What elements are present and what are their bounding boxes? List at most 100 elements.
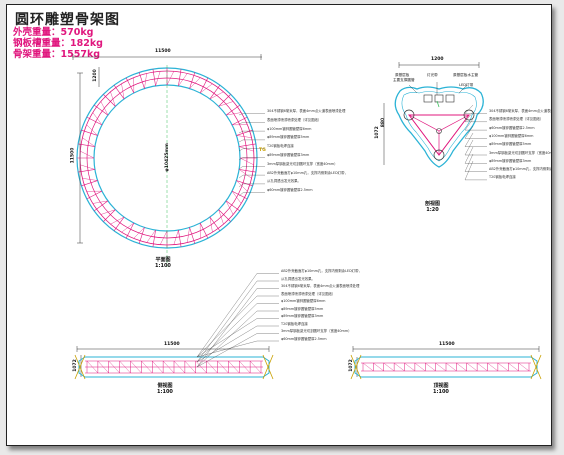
ring-rib	[231, 190, 248, 200]
diag-brace	[487, 362, 498, 372]
diag-brace	[239, 360, 251, 374]
leader-diagonal	[464, 132, 474, 147]
ring-rib	[125, 222, 135, 239]
section-notes-item: 表面喷漆喷漆喷漆处理（详见图纸）	[489, 117, 544, 122]
ring-rib	[103, 94, 116, 107]
elev-end-right-b	[262, 354, 274, 380]
leader-diagonal	[196, 288, 258, 368]
section-top-label-3: 灯光带	[427, 73, 438, 77]
elev-notes-item: φ89mm镀锌圆管壁厚3mm	[281, 314, 324, 318]
plan-notes-item: 从孔洞透出发光效果。	[267, 179, 301, 184]
ring-rib	[189, 227, 196, 244]
ring-brace	[238, 169, 252, 179]
diag-brace	[249, 360, 262, 374]
ring-weight: 钢板槽重量：182kg	[13, 38, 103, 49]
leader-diagonal	[196, 280, 258, 363]
ring-brace	[173, 230, 179, 245]
ring-rib	[86, 190, 103, 200]
plan-notes-item: 304不锈钢6毫米厚，表面4mm点火道表面喷漆处理	[267, 109, 346, 113]
ring-rib	[239, 169, 256, 173]
section-dim-side2: 1072	[374, 126, 380, 139]
diag-brace	[445, 362, 457, 372]
leader-diagonal	[196, 325, 258, 363]
diag-brace	[206, 360, 218, 374]
ring-rib	[138, 72, 145, 89]
ring-brace	[82, 137, 96, 147]
drawing-title: 圆环雕塑骨架图	[15, 12, 120, 28]
diag-brace	[394, 362, 405, 372]
elev-notes-item: AB2外壳截面打φ10mm孔，支撑内侧剩余LED灯带，	[281, 269, 362, 273]
elev-notes-item: 从孔洞透出发光效果。	[281, 276, 315, 281]
plan-notes-item: φ89mm镀锌圆管壁厚5mm	[267, 135, 310, 140]
elev-shell	[78, 356, 270, 378]
section-notes-item: φ60mm镀锌圆管壁厚2.5mm	[489, 125, 535, 130]
ring-rib	[78, 169, 95, 173]
leader-diagonal	[464, 104, 474, 114]
top-end-right-b	[530, 354, 542, 380]
section-top-label-1: 原基层板	[395, 73, 410, 77]
elev-view-title: 侧视图 1:100	[157, 383, 173, 395]
ring-rib	[239, 143, 256, 147]
elev-notes-item: 3mm厚钢板激光切割圆环支撑（宽度40mm）	[281, 329, 352, 333]
ring-rib	[189, 72, 196, 89]
section-leader-lines	[464, 104, 487, 181]
elev-notes-item: φ100mm镀锌圆管壁厚6mm	[281, 299, 326, 303]
section-top-label-2: 主要支撑圆管	[393, 78, 415, 82]
plan-dim-height: 11500	[70, 147, 76, 164]
drawing-canvas	[72, 54, 542, 380]
diag-brace	[152, 360, 164, 374]
ring-brace	[133, 227, 145, 239]
elev-leader-lines	[196, 273, 279, 368]
diag-brace	[184, 360, 196, 374]
ring-rib	[78, 143, 95, 147]
ring-rib	[209, 85, 221, 100]
ring-brace	[159, 230, 168, 245]
ring-brace	[189, 77, 201, 89]
leader-diagonal	[196, 318, 258, 358]
leader-diagonal	[464, 146, 474, 164]
ring-rib	[225, 104, 240, 116]
diag-brace	[404, 362, 415, 372]
shell-weight: 外壳重量：570kg	[13, 27, 94, 38]
diag-brace	[466, 362, 478, 372]
elev-view-scale: 1:100	[157, 389, 173, 395]
section-pipe-bottom	[433, 149, 445, 161]
plan-notes-item: 3mm厚钢板激光切割圆环支撑（宽度40mm）	[267, 161, 338, 166]
leader-diagonal	[238, 139, 244, 143]
leader-diagonal	[196, 340, 258, 358]
ring-brace	[155, 71, 161, 86]
plan-notes-item: T20钢板电焊连接	[267, 144, 294, 149]
diag-brace	[414, 362, 426, 372]
leader-diagonal	[238, 166, 244, 170]
elev-notes-item: 304不锈钢6毫米厚，表面4mm点火道表面喷漆处理	[281, 284, 360, 288]
plan-marker: TG	[259, 148, 266, 153]
ring-brace	[218, 101, 234, 107]
ring-brace	[92, 112, 103, 125]
section-view	[383, 62, 487, 181]
plan-view-name: 平面图	[155, 257, 171, 263]
section-notes-item: φ89mm镀锌圆管壁厚3mm	[489, 158, 532, 163]
ring-rib	[113, 216, 125, 231]
plan-leader-lines	[238, 113, 265, 197]
leader-diagonal	[196, 310, 258, 368]
ring-brace	[200, 83, 213, 94]
ring-brace	[92, 200, 108, 204]
ring-rib	[138, 227, 145, 244]
diag-brace	[141, 360, 153, 374]
leader-diagonal	[238, 122, 244, 125]
plan-dim-width: 11500	[155, 49, 171, 54]
ring-brace	[239, 157, 254, 166]
section-brace-1	[408, 114, 440, 132]
diag-brace	[108, 360, 120, 374]
plan-view-title: 平面图 1:100	[155, 257, 171, 269]
diag-brace	[162, 360, 175, 374]
diag-brace	[228, 360, 240, 374]
diag-brace	[86, 360, 99, 374]
leader-diagonal	[238, 183, 244, 188]
ring-rib	[94, 104, 109, 116]
diag-brace	[119, 360, 131, 374]
leader-diagonal	[238, 148, 244, 152]
leader-diagonal	[464, 118, 474, 131]
ring-brace	[121, 222, 134, 233]
section-notes-item: φ89mm镀锌圆管壁厚5mm	[489, 142, 532, 147]
